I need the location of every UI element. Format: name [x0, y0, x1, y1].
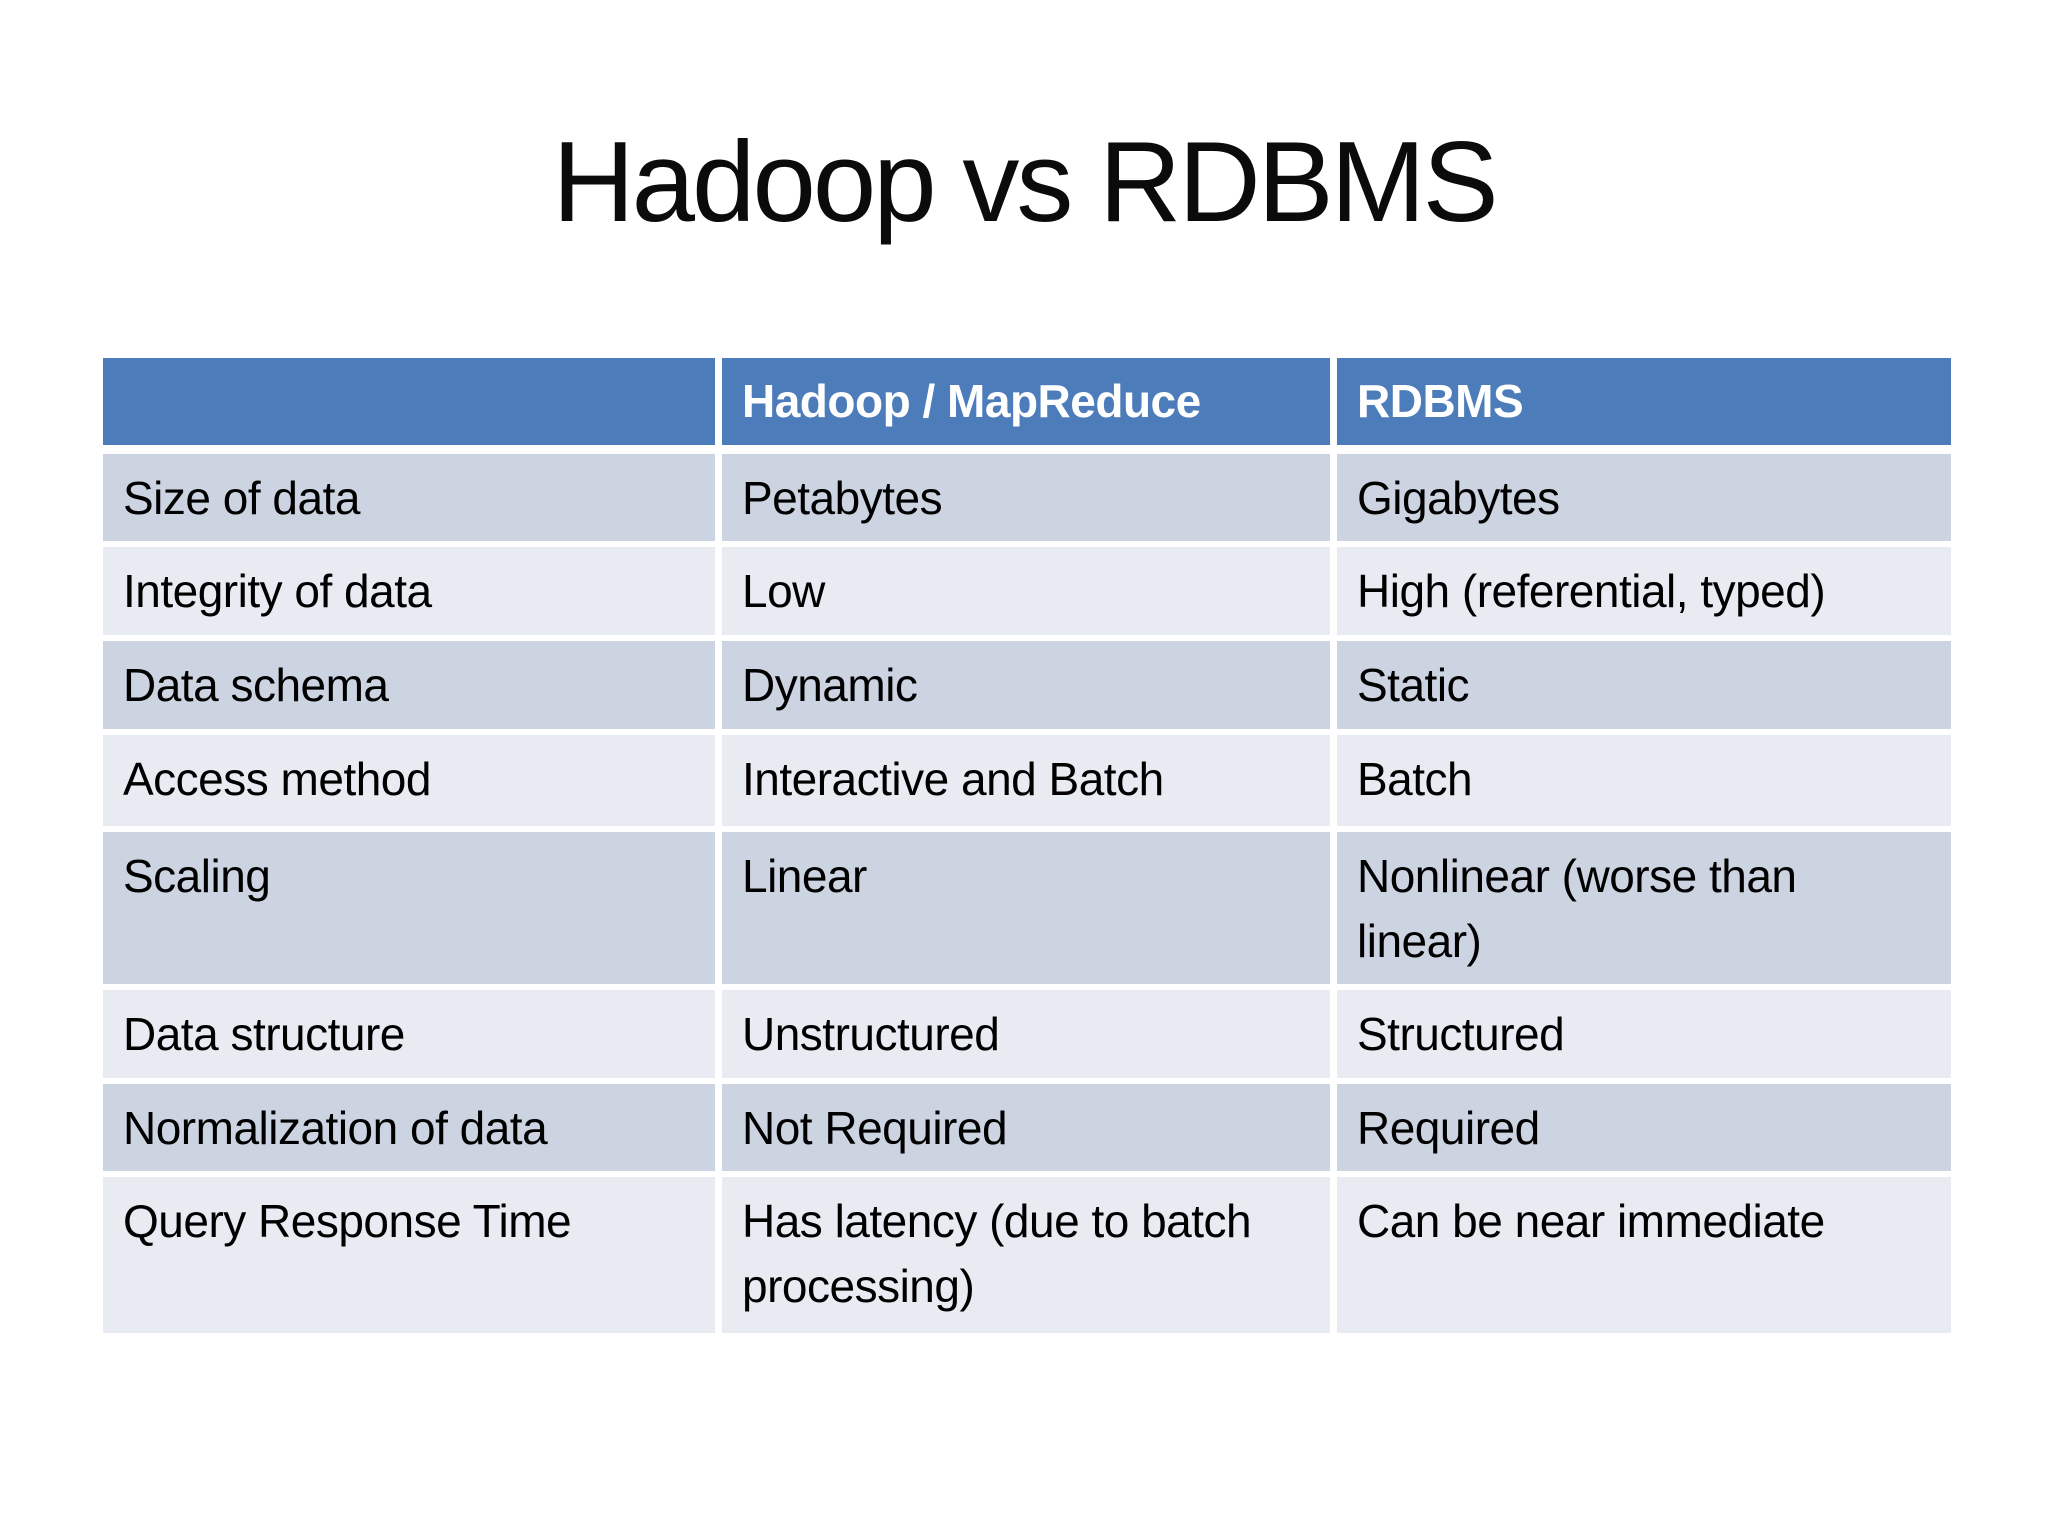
rdbms-value: Nonlinear (worse than linear) — [1337, 831, 1951, 985]
table-row-access-method: Access method Interactive and Batch Batc… — [103, 734, 1951, 826]
table-header-row: Hadoop / MapReduce RDBMS — [103, 358, 1951, 445]
comparison-table: Hadoop / MapReduce RDBMS Size of data Pe… — [103, 358, 1951, 1339]
rdbms-value: Structured — [1337, 990, 1951, 1078]
table-row-query-response-time: Query Response Time Has latency (due to … — [103, 1176, 1951, 1333]
row-label: Integrity of data — [103, 547, 715, 636]
row-label: Query Response Time — [103, 1176, 715, 1333]
hadoop-value: Interactive and Batch — [722, 734, 1330, 826]
table-row-normalization-of-data: Normalization of data Not Required Requi… — [103, 1083, 1951, 1171]
row-label: Data structure — [103, 990, 715, 1078]
table-row-data-structure: Data structure Unstructured Structured — [103, 990, 1951, 1078]
hadoop-value: Not Required — [722, 1083, 1330, 1171]
column-header-blank — [103, 358, 715, 445]
rdbms-value: Gigabytes — [1337, 454, 1951, 542]
table-row-data-schema: Data schema Dynamic Static — [103, 641, 1951, 729]
table-row-scaling: Scaling Linear Nonlinear (worse than lin… — [103, 831, 1951, 985]
row-label: Size of data — [103, 454, 715, 542]
rdbms-value: High (referential, typed) — [1337, 547, 1951, 636]
table-row-size-of-data: Size of data Petabytes Gigabytes — [103, 454, 1951, 542]
row-label: Access method — [103, 734, 715, 826]
rdbms-value: Static — [1337, 641, 1951, 729]
row-label: Scaling — [103, 831, 715, 985]
hadoop-value: Dynamic — [722, 641, 1330, 729]
row-label: Normalization of data — [103, 1083, 715, 1171]
rdbms-value: Batch — [1337, 734, 1951, 826]
hadoop-value: Has latency (due to batch processing) — [722, 1176, 1330, 1333]
rdbms-value: Required — [1337, 1083, 1951, 1171]
hadoop-value: Linear — [722, 831, 1330, 985]
hadoop-value: Petabytes — [722, 454, 1330, 542]
column-header-rdbms: RDBMS — [1337, 358, 1951, 445]
rdbms-value: Can be near immediate — [1337, 1176, 1951, 1333]
hadoop-value: Unstructured — [722, 990, 1330, 1078]
page-title: Hadoop vs RDBMS — [552, 119, 1498, 246]
table-row-integrity-of-data: Integrity of data Low High (referential,… — [103, 547, 1951, 636]
column-header-hadoop: Hadoop / MapReduce — [722, 358, 1330, 445]
row-label: Data schema — [103, 641, 715, 729]
hadoop-value: Low — [722, 547, 1330, 636]
